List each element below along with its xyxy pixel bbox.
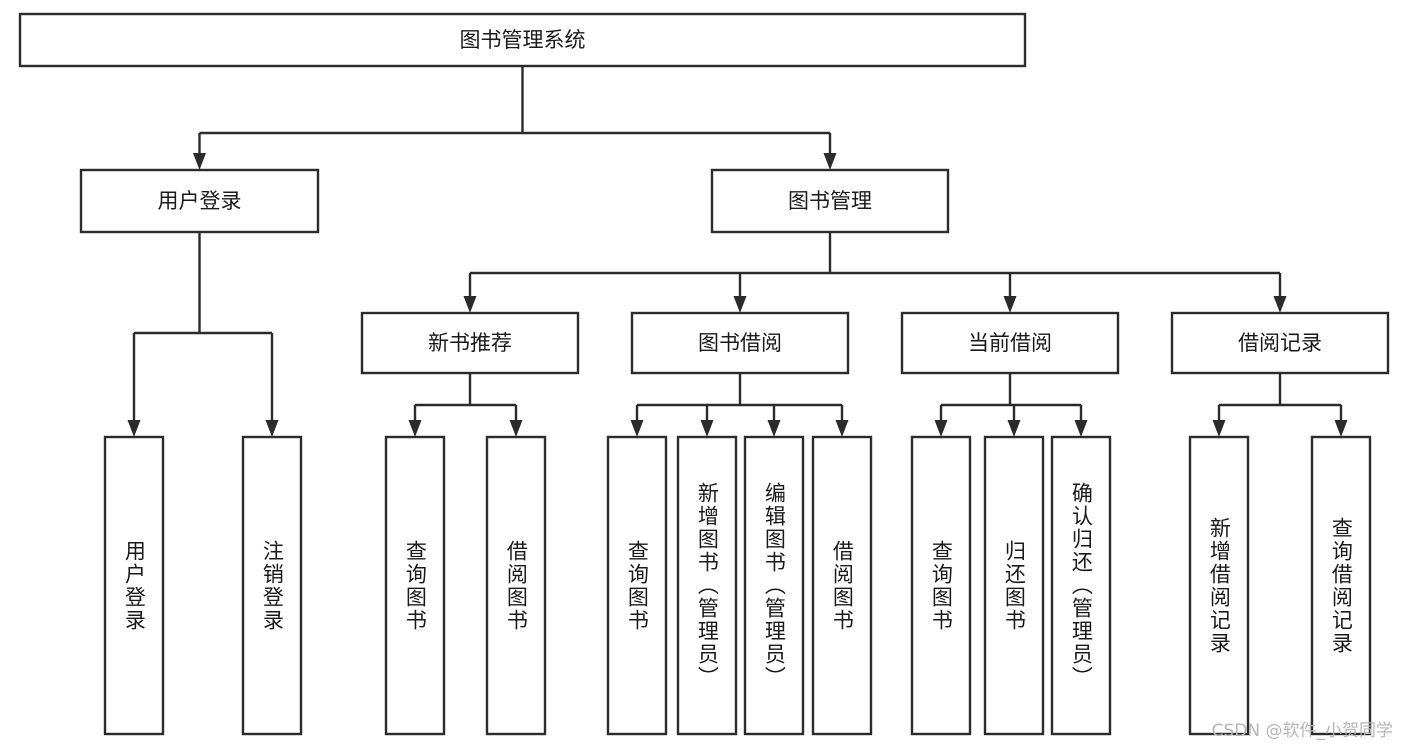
arrow-head-icon [127,420,141,437]
node-box [630,311,850,375]
node-leaf-query-record[interactable] [1310,435,1372,736]
node-box [360,311,580,375]
node-box [606,435,668,736]
node-box [18,12,1027,68]
arrow-head-icon [700,420,714,437]
arrow-head-icon [934,420,948,437]
node-new-book-rec[interactable]: 新书推荐 [360,311,580,375]
node-leaf-add-book[interactable] [676,435,738,736]
arrow-head-icon [509,420,523,437]
node-leaf-add-record[interactable] [1188,435,1250,736]
node-leaf-borrow-book-2[interactable] [811,435,873,736]
node-user-login[interactable]: 用户登录 [79,168,320,234]
node-label: 图书借阅 [698,331,782,355]
node-leaf-edit-book[interactable] [743,435,805,736]
arrow-head-icon [463,296,477,313]
node-leaf-query-book-1[interactable] [384,435,446,736]
node-box [1050,435,1112,736]
node-leaf-user-login[interactable] [103,435,165,736]
node-box [384,435,446,736]
arrow-head-icon [193,153,206,170]
node-borrow-record[interactable]: 借阅记录 [1170,311,1390,375]
node-box [485,435,547,736]
arrow-head-icon [1074,420,1088,437]
arrow-head-icon [630,420,644,437]
arrow-head-icon [823,153,837,170]
node-label: 图书管理 [788,189,872,213]
node-leaf-confirm-return[interactable] [1050,435,1112,736]
node-box [241,435,303,736]
node-current-borrow[interactable]: 当前借阅 [900,311,1120,375]
node-box [811,435,873,736]
node-leaf-query-book-2[interactable] [606,435,668,736]
node-label: 图书管理系统 [460,28,586,52]
arrow-head-icon [265,420,279,437]
node-label: 当前借阅 [968,331,1052,355]
node-box [983,435,1045,736]
node-box [103,435,165,736]
arrow-head-icon [767,420,781,437]
node-box [1310,435,1372,736]
arrow-head-icon [835,420,849,437]
node-leaf-logout[interactable] [241,435,303,736]
arrow-head-icon [733,296,747,313]
arrow-head-icon [1212,420,1226,437]
node-book-borrow[interactable]: 图书借阅 [630,311,850,375]
node-box [743,435,805,736]
node-box [676,435,738,736]
node-box [79,168,320,234]
arrow-head-icon [1334,420,1348,437]
node-leaf-borrow-book-1[interactable] [485,435,547,736]
node-box [1188,435,1250,736]
node-box [1170,311,1390,375]
watermark: CSDN @软件_小贺同学 [1211,721,1393,741]
node-leaf-query-book-3[interactable] [910,435,972,736]
arrow-head-icon [1003,296,1017,313]
node-box [910,435,972,736]
arrow-head-icon [1273,296,1287,313]
node-book-manage[interactable]: 图书管理 [710,168,950,234]
node-label: 借阅记录 [1238,331,1322,355]
node-label: 新书推荐 [428,331,512,355]
arrow-head-icon [408,420,422,437]
node-leaf-return-book[interactable] [983,435,1045,736]
arrow-head-icon [1007,420,1021,437]
node-box [900,311,1120,375]
node-label: 用户登录 [158,189,242,213]
node-root[interactable]: 图书管理系统 [18,12,1027,68]
node-box [710,168,950,234]
